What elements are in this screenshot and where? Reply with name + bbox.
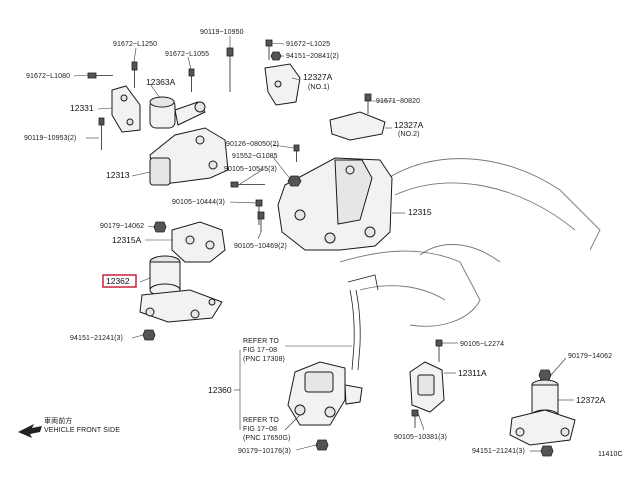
bracket-12313[interactable]	[149, 127, 229, 186]
callout-label: 90119−10950	[200, 29, 244, 36]
mount-12362[interactable]	[139, 255, 223, 323]
callout-label: 12362	[106, 276, 130, 286]
callout-label: (NO.1)	[308, 84, 330, 91]
bolt-90105-10545[interactable]	[230, 181, 265, 188]
vehicle-front-legend: 車両前方 VEHICLE FRONT SIDE	[18, 416, 120, 438]
callout-label: 12327A	[303, 72, 333, 82]
callout-label: 91672−L1025	[286, 41, 330, 48]
front-arrow-icon	[18, 424, 42, 438]
callout-label: 12315A	[112, 235, 142, 245]
mount-12372A[interactable]	[509, 379, 576, 446]
bolt-90105-10469[interactable]	[257, 211, 265, 232]
nut-94151-21241-right[interactable]	[540, 445, 554, 457]
callout-label: FIG 17−08	[243, 347, 277, 354]
nut-94151-21241-left[interactable]	[142, 329, 156, 341]
bracket-12315A[interactable]	[171, 221, 226, 263]
leader-lines	[73, 36, 574, 452]
bracket-12327A-no1[interactable]	[264, 63, 301, 106]
legend-jp-text: 車両前方	[44, 416, 72, 425]
callout-label: 90119−10953(2)	[24, 135, 76, 142]
bolt-91672-L1250[interactable]	[131, 61, 138, 88]
bolt-90179-14062-upper[interactable]	[153, 221, 167, 233]
callout-label: (NO.2)	[398, 131, 420, 138]
callout-label: 94151−20841(2)	[286, 53, 339, 60]
callout-label: 91672−L1250	[113, 41, 157, 48]
vacuum-hose	[347, 274, 379, 371]
callout-label: 12363A	[146, 77, 176, 87]
callout-label: 90105−10545(3)	[224, 166, 277, 173]
bracket-12311A[interactable]	[409, 361, 445, 413]
bracket-12331[interactable]	[111, 85, 141, 133]
callout-label: 91672−L1080	[26, 73, 70, 80]
callout-label: 12372A	[576, 395, 606, 405]
nut-90179-10176[interactable]	[315, 439, 329, 451]
bolt-90119-10950[interactable]	[226, 47, 234, 92]
callout-label: 90105−10469(2)	[234, 243, 287, 250]
callout-label: 90105−10381(3)	[394, 434, 447, 441]
callout-label: 12311A	[458, 368, 487, 378]
callout-label: 94151−21241(3)	[70, 335, 123, 342]
mount-12360[interactable]	[287, 361, 363, 426]
callout-label: 91552−G1085	[232, 153, 278, 160]
callout-label: 91672−L1055	[165, 51, 209, 58]
callout-label: 91671−80820	[376, 98, 420, 105]
callout-label: REFER TO	[243, 338, 279, 345]
callout-label: 12327A	[394, 120, 424, 130]
callout-label: 90179−10176(3)	[238, 448, 291, 455]
bolt-90119-10953[interactable]	[98, 117, 105, 150]
engine-outline	[339, 158, 601, 327]
bolt-91672-L1055[interactable]	[188, 68, 195, 92]
callout-label: 12315	[408, 207, 432, 217]
callout-label: 90179−14062	[100, 223, 144, 230]
callout-label: 90105−10444(3)	[172, 199, 225, 206]
bolt-90105-L2274[interactable]	[435, 339, 443, 362]
bolt-90126-08050[interactable]	[293, 144, 300, 162]
callout-label: 90179−14062	[568, 353, 612, 360]
bolt-91672-L1080[interactable]	[87, 72, 113, 79]
callout-label: REFER TO	[243, 417, 279, 424]
highlight-box-12362	[102, 274, 137, 288]
callout-label: (PNC 17650G)	[243, 435, 291, 442]
bolt-90105-10381[interactable]	[411, 409, 419, 428]
callout-label: (PNC 17308)	[243, 356, 285, 363]
nut-94151-20841[interactable]	[270, 51, 282, 61]
bracket-12315[interactable]	[277, 157, 393, 251]
part-12363A-assembly[interactable]	[149, 96, 206, 129]
bolt-91671-80820[interactable]	[364, 93, 372, 114]
bracket-12327A-no2[interactable]	[329, 111, 386, 141]
callout-label: 12360	[208, 385, 232, 395]
nut-91552-G1085[interactable]	[287, 175, 302, 187]
figure-code: 11410C	[598, 451, 623, 458]
legend-en-text: VEHICLE FRONT SIDE	[44, 427, 120, 434]
callout-label: 90105−L2274	[460, 341, 504, 348]
callout-label: 12331	[70, 103, 94, 113]
bolt-90179-14062-right[interactable]	[538, 369, 552, 381]
callout-label: FIG 17−08	[243, 426, 277, 433]
callout-label: 94151−21241(3)	[472, 448, 525, 455]
callout-label: 12313	[106, 170, 130, 180]
callout-label: 90126−08050(2)	[226, 141, 279, 148]
callout-labels: 91672−L1250 90119−10950 91672−L1025 9415…	[24, 29, 612, 455]
